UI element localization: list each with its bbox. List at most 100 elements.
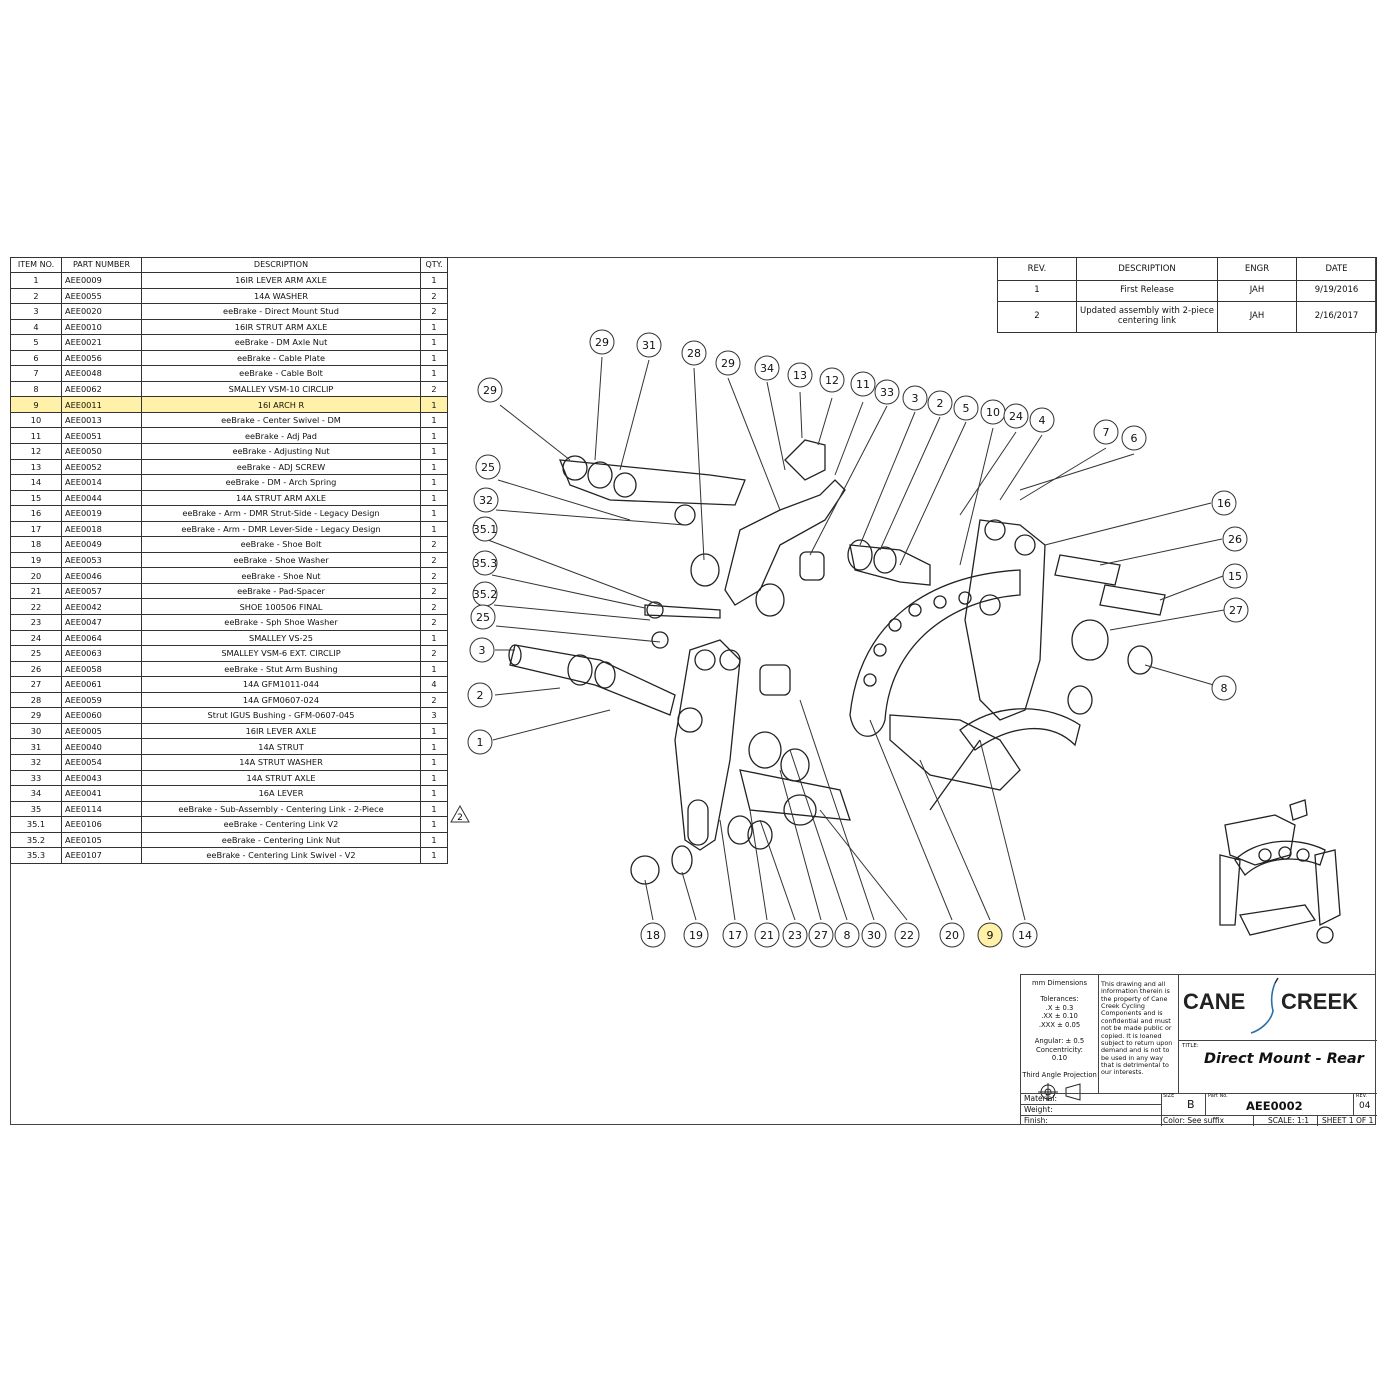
bom-item-number: 35.2 [10, 831, 62, 849]
bom-description: 16IR STRUT ARM AXLE [141, 318, 421, 336]
item-balloon-label: 12 [825, 374, 839, 387]
bom-quantity: 2 [420, 551, 448, 569]
bom-part-number: AEE0061 [61, 676, 142, 693]
rev-description: Updated assembly with 2-piece centering … [1076, 301, 1218, 333]
item-balloon-label: 5 [963, 402, 970, 415]
item-balloon: 33 [874, 379, 900, 405]
bom-description: eeBrake - Pad-Spacer [141, 582, 421, 600]
bom-part-number: AEE0062 [61, 380, 142, 398]
bom-part-number: AEE0057 [61, 582, 142, 600]
bom-part-number: AEE0054 [61, 753, 142, 771]
bom-part-number: AEE0106 [61, 816, 142, 833]
bom-item-number: 34 [10, 785, 62, 802]
bom-part-number: AEE0058 [61, 660, 142, 678]
item-balloon-label: 29 [595, 336, 609, 349]
bom-part-number: AEE0052 [61, 458, 142, 476]
bom-description: eeBrake - Cable Plate [141, 349, 421, 367]
bom-item-number: 30 [10, 722, 62, 740]
bom-quantity: 1 [420, 272, 448, 289]
leader-lines [487, 356, 1225, 921]
item-balloon-label: 10 [986, 406, 1000, 419]
bom-description: 14A STRUT WASHER [141, 753, 421, 771]
item-balloon: 35.3 [472, 550, 498, 576]
item-balloon-label: 19 [689, 929, 703, 942]
bom-quantity: 1 [420, 349, 448, 367]
bom-description: eeBrake - Shoe Washer [141, 551, 421, 569]
bom-part-number: AEE0042 [61, 598, 142, 616]
bom-description: Strut IGUS Bushing - GFM-0607-045 [141, 707, 421, 724]
drawing-title: Direct Mount - Rear [1204, 1051, 1364, 1067]
item-balloon-label: 33 [880, 386, 894, 399]
bom-quantity: 4 [420, 676, 448, 693]
bom-description: 16IR LEVER ARM AXLE [141, 272, 421, 289]
item-balloon: 9 [977, 922, 1003, 948]
bom-part-number: AEE0040 [61, 738, 142, 755]
item-balloon: 14 [1012, 922, 1038, 948]
assembly-parts [508, 439, 1166, 885]
item-balloon: 16 [1211, 490, 1237, 516]
revision-delta-label: 2 [457, 813, 463, 823]
bom-quantity: 1 [420, 753, 448, 771]
bom-item-number: 22 [10, 598, 62, 616]
bom-part-number: AEE0056 [61, 349, 142, 367]
rev-date: 9/19/2016 [1296, 280, 1377, 302]
title-cell: TITLE: Direct Mount - Rear [1179, 1041, 1377, 1093]
item-balloon-label: 3 [912, 392, 919, 405]
confidentiality-notice: This drawing and all information therein… [1099, 975, 1179, 1093]
bom-quantity: 1 [420, 443, 448, 460]
item-balloon: 2 [467, 682, 493, 708]
bom-description: eeBrake - Direct Mount Stud [141, 303, 421, 320]
title-label: TITLE: [1182, 1043, 1199, 1049]
item-balloon: 29 [589, 329, 615, 355]
bom-part-number: AEE0020 [61, 303, 142, 320]
item-balloon-label: 29 [721, 357, 735, 370]
bom-description: eeBrake - Sub-Assembly - Centering Link … [141, 800, 421, 818]
bom-quantity: 1 [420, 458, 448, 476]
bom-quantity: 2 [420, 691, 448, 709]
bom-part-number: AEE0055 [61, 287, 142, 305]
bom-part-number: AEE0049 [61, 536, 142, 553]
bom-quantity: 1 [420, 427, 448, 445]
bom-item-number: 27 [10, 676, 62, 693]
bom-quantity: 1 [420, 660, 448, 678]
bom-description: eeBrake - Adj Pad [141, 427, 421, 445]
tolerance-line: Concentricity: [1036, 1045, 1083, 1054]
bom-item-number: 35.3 [10, 847, 62, 864]
bom-part-number: AEE0044 [61, 489, 142, 507]
bom-description: eeBrake - Shoe Nut [141, 567, 421, 584]
bom-quantity: 2 [420, 567, 448, 584]
bom-description: eeBrake - Centering Link Swivel - V2 [141, 847, 421, 864]
bom-quantity: 1 [420, 800, 448, 818]
bom-part-number: AEE0059 [61, 691, 142, 709]
bom-item-number: 35 [10, 800, 62, 818]
tolerance-line: .XXX ± 0.05 [1038, 1020, 1081, 1029]
item-balloon: 3 [902, 385, 928, 411]
bom-description: 16IR LEVER AXLE [141, 722, 421, 740]
item-balloon: 24 [1003, 403, 1029, 429]
part-no-label: Part No. [1208, 1093, 1228, 1099]
item-balloon-label: 2 [937, 397, 944, 410]
bom-quantity: 1 [420, 847, 448, 864]
bom-description: 14A GFM0607-024 [141, 691, 421, 709]
tolerance-line: .X ± 0.3 [1045, 1003, 1074, 1012]
scale: SCALE: 1:1 [1268, 1116, 1310, 1125]
bom-item-number: 10 [10, 411, 62, 429]
item-balloon-label: 29 [483, 384, 497, 397]
bom-part-number: AEE0050 [61, 443, 142, 460]
bom-quantity: 3 [420, 707, 448, 724]
bom-description: eeBrake - Arm - DMR Strut-Side - Legacy … [141, 505, 421, 522]
bom-description: eeBrake - Cable Bolt [141, 365, 421, 382]
item-balloon-label: 22 [900, 929, 914, 942]
bom-description: 16I ARCH R [141, 396, 421, 413]
